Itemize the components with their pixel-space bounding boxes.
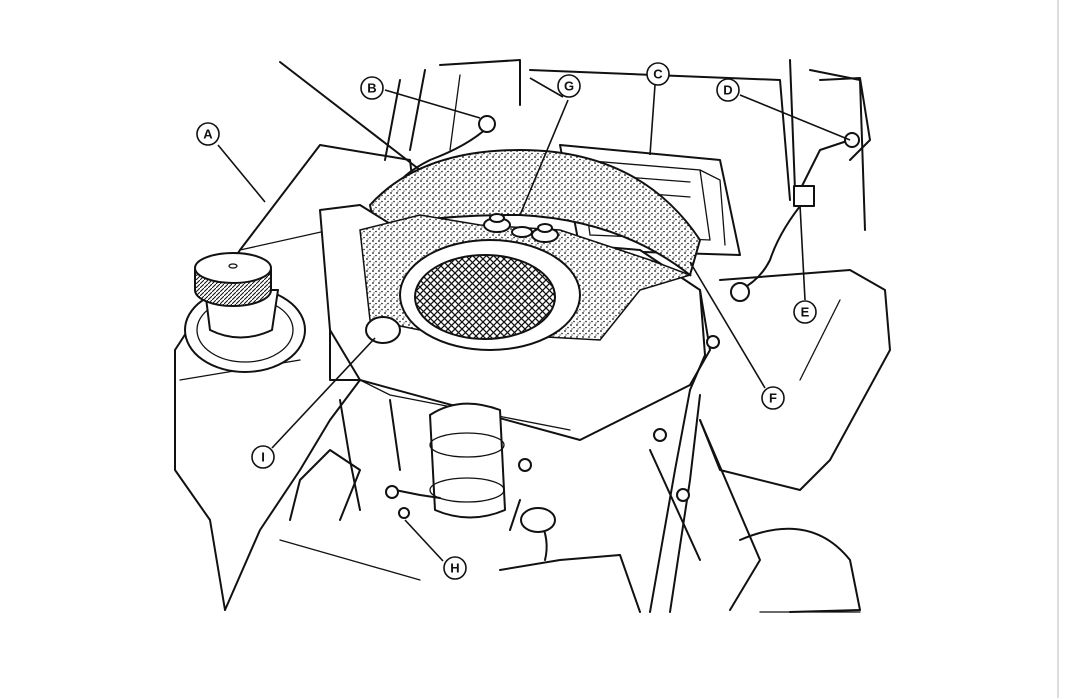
leader-b xyxy=(384,89,481,119)
fuel-tank xyxy=(174,144,431,611)
callout-h: H xyxy=(443,556,467,580)
air-cleaner-cover xyxy=(368,148,702,277)
leader-g2 xyxy=(519,99,569,216)
callout-b-label: B xyxy=(367,81,376,96)
callout-i: I xyxy=(251,445,275,469)
leader-lines xyxy=(217,77,851,562)
callout-d: D xyxy=(716,78,740,102)
callout-f: F xyxy=(761,386,785,410)
callout-e-label: E xyxy=(801,305,810,320)
callout-f-label: F xyxy=(769,391,777,406)
callout-g: G xyxy=(557,74,581,98)
callout-h-label: H xyxy=(450,561,459,576)
leader-e xyxy=(799,204,806,301)
top-bolts xyxy=(483,213,559,243)
callout-b: B xyxy=(360,76,384,100)
fuel-cap xyxy=(194,252,272,307)
callout-c-label: C xyxy=(653,67,663,82)
leader-f xyxy=(689,261,766,389)
fuel-filter xyxy=(385,402,556,561)
callout-a: A xyxy=(196,122,220,146)
leader-d xyxy=(739,94,851,141)
callout-i-label: I xyxy=(261,450,265,465)
callout-d-label: D xyxy=(723,83,732,98)
callout-g-label: G xyxy=(564,79,574,94)
right-fender xyxy=(649,269,891,613)
ignition-wire xyxy=(394,77,871,291)
leader-a xyxy=(217,144,266,203)
oil-fill-cap xyxy=(365,316,401,344)
leader-h xyxy=(404,519,444,562)
engine-frame xyxy=(279,282,750,613)
leader-g1 xyxy=(529,77,564,98)
leader-i xyxy=(271,337,376,449)
flywheel-screen xyxy=(399,239,581,351)
callout-a-label: A xyxy=(203,127,213,142)
callout-e: E xyxy=(793,300,817,324)
callout-c: C xyxy=(646,62,670,86)
leader-c xyxy=(649,84,656,156)
